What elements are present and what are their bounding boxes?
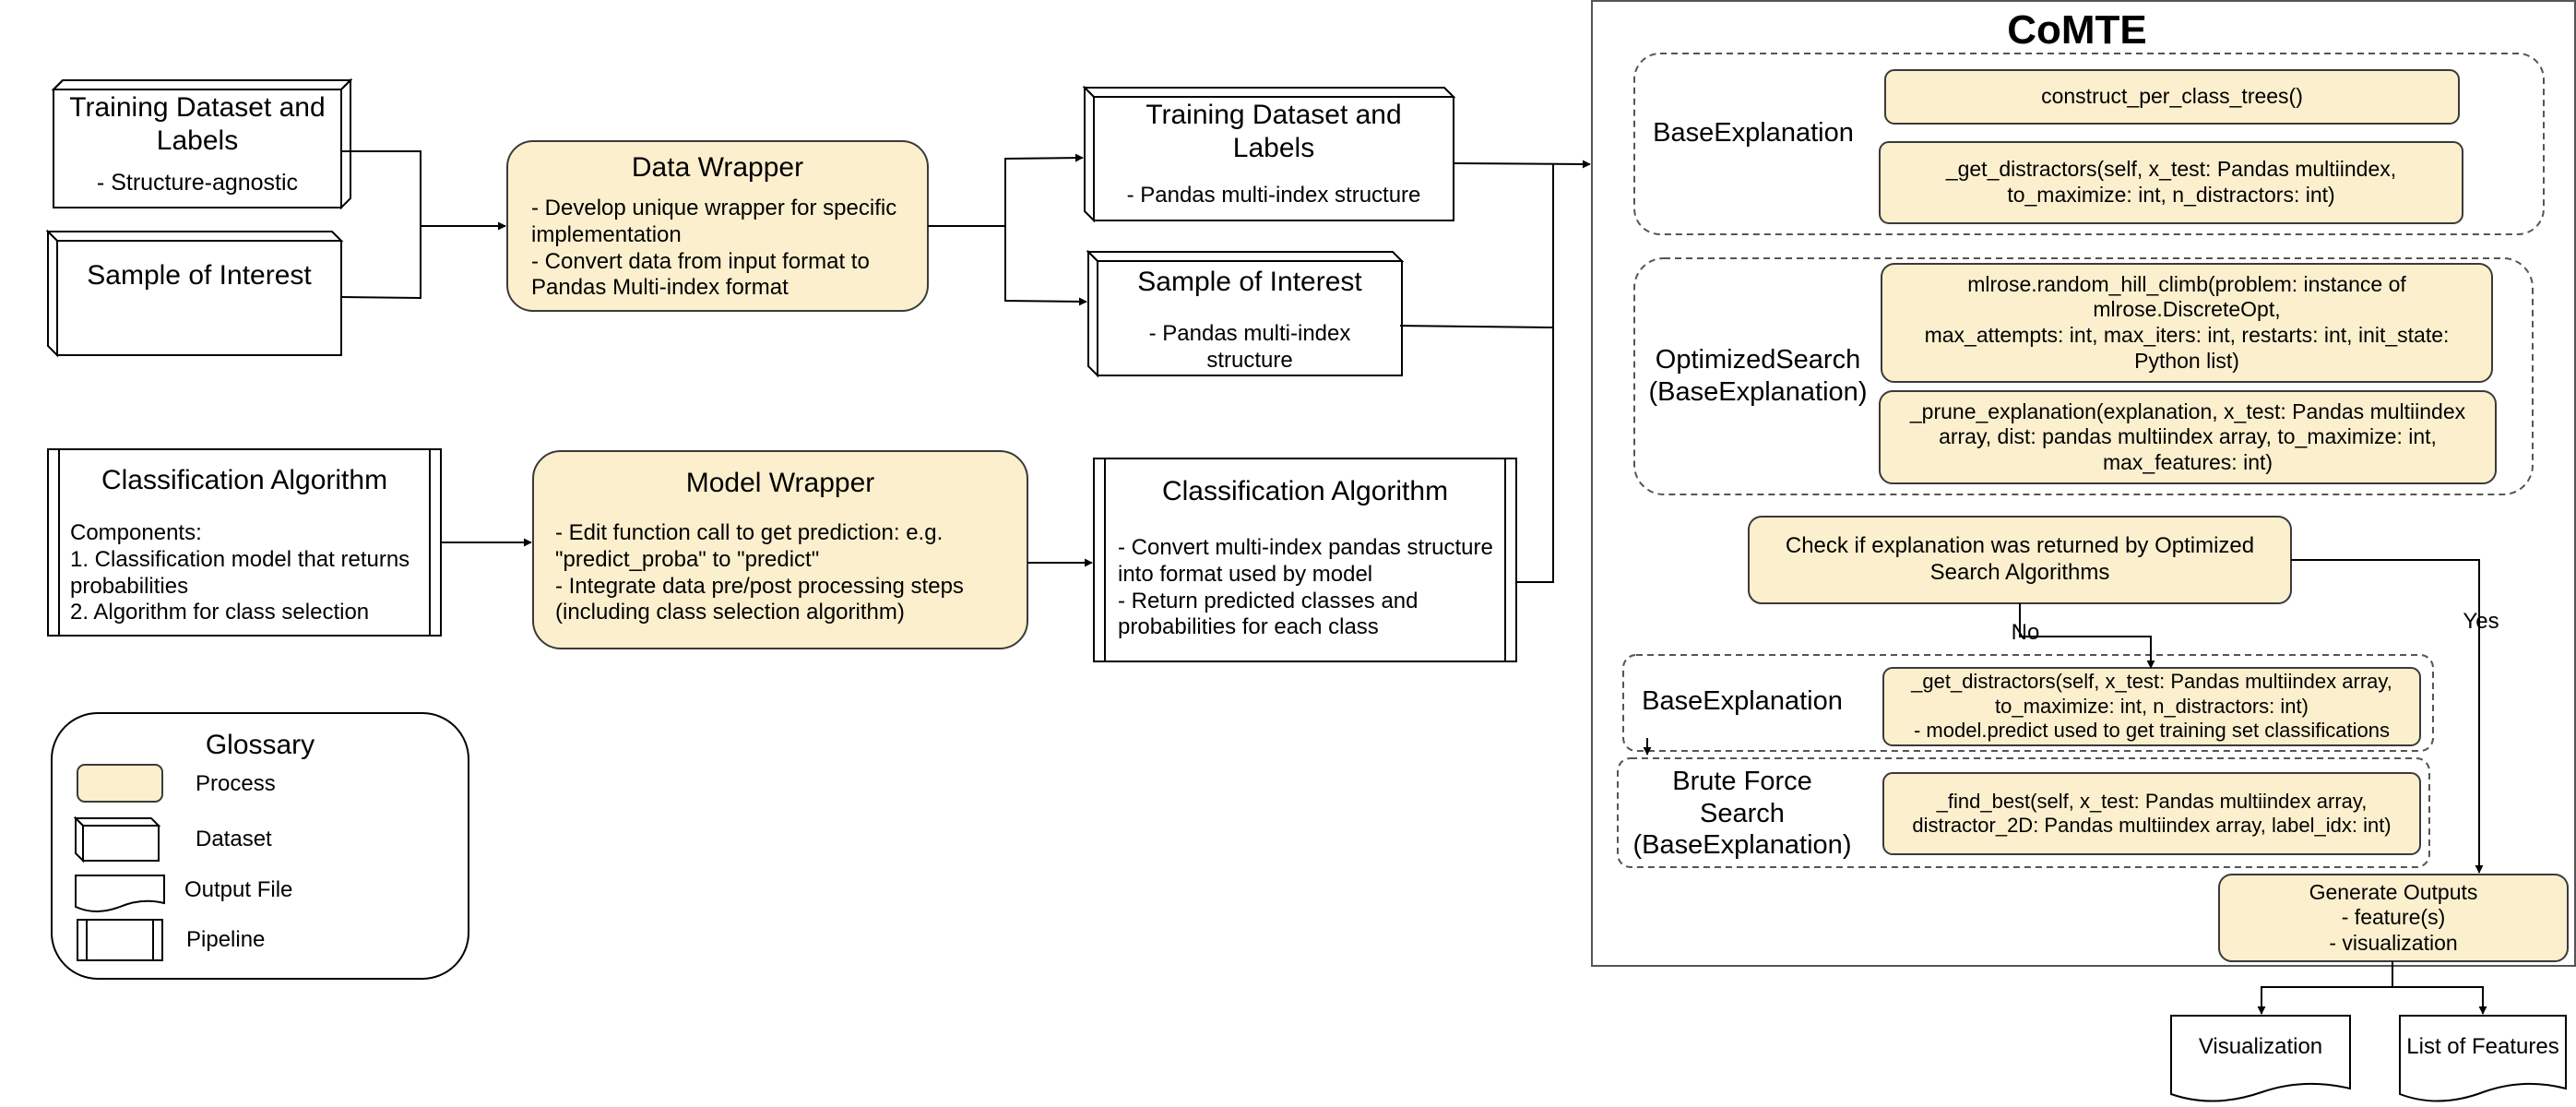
base1-method-construct: construct_per_class_trees() [2041, 84, 2303, 109]
glossary-item-output-file: Output File [184, 876, 293, 902]
input-sample-title: Sample of Interest [87, 260, 312, 291]
glossary-process-swatch [77, 764, 163, 803]
output-features-label: List of Features [2406, 1033, 2559, 1059]
glossary-pipeline-swatch [77, 919, 163, 961]
input-classifier-body: Components: 1. Classification model that… [70, 520, 410, 625]
data-wrapper-title: Data Wrapper [631, 152, 804, 183]
mid-sample-note: - Pandas multi-index structure [1148, 321, 1351, 373]
glossary-item-dataset: Dataset [196, 826, 272, 851]
input-training-note: - Structure-agnostic [96, 170, 299, 196]
optimized-label: OptimizedSearch (BaseExplanation) [1648, 345, 1868, 407]
mid-training-title: Training Dataset and Labels [1146, 100, 1402, 163]
group-base1 [1633, 53, 2545, 235]
model-wrapper-title: Model Wrapper [685, 468, 875, 498]
optimized-method-hill-climb: mlrose.random_hill_climb(problem: instan… [1924, 271, 2450, 373]
optimized-method-prune: _prune_explanation(explanation, x_test: … [1909, 399, 2466, 474]
mid-classifier-body: - Convert multi-index pandas structure i… [1118, 535, 1493, 640]
model-wrapper-body: - Edit function call to get prediction: … [555, 520, 964, 625]
check-explanation: Check if explanation was returned by Opt… [1785, 533, 2255, 585]
pipeline-classifier-input [47, 448, 442, 637]
branch-no-label: No [2011, 619, 2040, 645]
output-visualization-shape [2170, 1015, 2351, 1102]
mid-training-note: - Pandas multi-index structure [1126, 182, 1421, 208]
glossary-output-swatch [75, 875, 165, 912]
base2-label: BaseExplanation [1642, 685, 1843, 716]
glossary-title: Glossary [205, 730, 315, 760]
brute-label: Brute Force Search (BaseExplanation) [1632, 766, 1852, 861]
comte-title: CoMTE [2007, 6, 2147, 53]
glossary-item-pipeline: Pipeline [186, 926, 266, 952]
base1-label: BaseExplanation [1653, 117, 1854, 148]
dataset-sample-input [45, 229, 344, 358]
group-optimized [1633, 257, 2534, 495]
dataset-sample-mid [1086, 249, 1405, 378]
mid-classifier-title: Classification Algorithm [1161, 476, 1449, 506]
glossary-item-process: Process [196, 770, 276, 796]
brute-method-find-best: _find_best(self, x_test: Pandas multiind… [1912, 789, 2392, 837]
mid-sample-title: Sample of Interest [1137, 267, 1362, 297]
process-model-wrapper [532, 450, 1028, 649]
group-base2 [1622, 654, 2434, 752]
glossary-dataset-swatch [73, 815, 161, 863]
output-visualization-label: Visualization [2198, 1033, 2323, 1059]
group-brute [1617, 757, 2430, 868]
output-features-shape [2399, 1015, 2567, 1102]
base2-method-get-distractors: _get_distractors(self, x_test: Pandas mu… [1911, 670, 2392, 743]
generate-outputs: Generate Outputs - feature(s) - visualiz… [2309, 879, 2478, 955]
dataset-training-mid [1082, 85, 1456, 223]
pipeline-classifier-mid [1093, 458, 1517, 662]
branch-yes-label: Yes [2463, 608, 2499, 634]
data-wrapper-body: - Develop unique wrapper for specific im… [531, 196, 897, 301]
input-classifier-title: Classification Algorithm [101, 465, 388, 495]
dataset-training-input [51, 77, 353, 210]
base1-method-get-distractors: _get_distractors(self, x_test: Pandas mu… [1945, 157, 2397, 207]
input-training-title: Training Dataset and Labels [69, 92, 326, 156]
